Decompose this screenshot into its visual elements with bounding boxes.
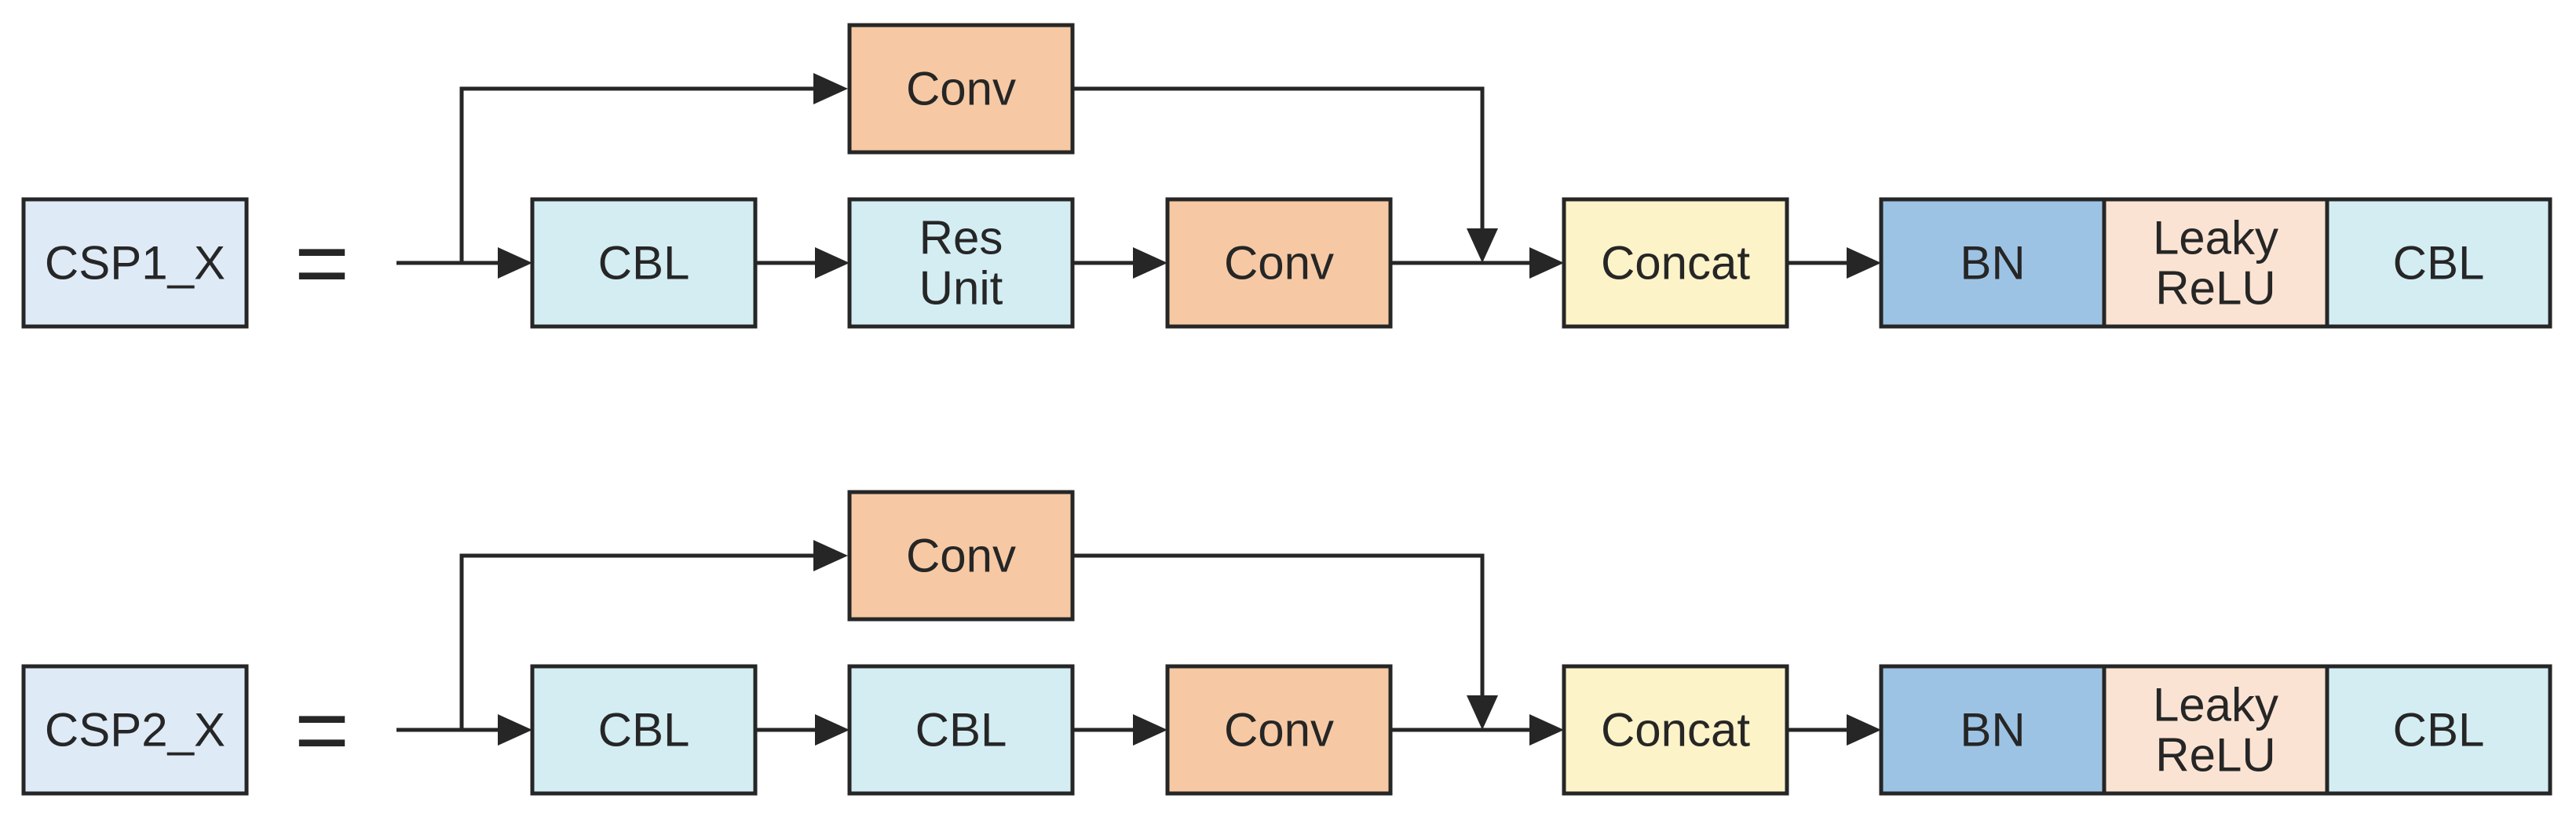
main-chain-box-1: CBL	[530, 664, 758, 796]
module-name-box-rect	[21, 664, 249, 796]
branch-split-arrowhead	[813, 540, 848, 571]
module-name-box-rect	[21, 197, 249, 329]
branch-return-line	[1072, 553, 1485, 706]
equals-sign: =	[294, 210, 349, 315]
chain-arrow-1-arrowhead	[815, 247, 850, 279]
main-chain-box-1-label: CBL	[598, 704, 690, 757]
main-chain-box-2-label: Res	[919, 212, 1003, 264]
concat-to-bn-arrow-arrowhead	[1847, 714, 1881, 746]
main-chain-box-2-label: CBL	[915, 704, 1007, 757]
tail-box-2-label: Leaky	[2153, 212, 2278, 264]
branch-return-arrowhead	[1467, 228, 1498, 263]
input-arrowhead	[498, 247, 532, 279]
tail-box-1-label: BN	[1960, 237, 2025, 290]
tail-box-3: CBL	[2325, 197, 2552, 329]
branch-conv-box-label: Conv	[906, 63, 1016, 115]
chain-arrow-2-arrowhead	[1133, 247, 1167, 279]
tail-box-2-label: ReLU	[2155, 262, 2275, 315]
main-chain-box-2-label: Unit	[919, 262, 1003, 315]
module-name-box-label: CSP1_X	[45, 237, 225, 290]
branch-conv-box-rect	[847, 490, 1075, 622]
tail-box-3-label: CBL	[2393, 704, 2485, 757]
branch-conv-box-rect	[847, 23, 1075, 155]
merge-arrowhead	[1529, 714, 1564, 746]
main-chain-box-3-label: Conv	[1224, 237, 1334, 290]
branch-conv-box: Conv	[847, 490, 1075, 622]
main-chain-box-3-label: Conv	[1224, 704, 1334, 757]
main-chain-box-3: Conv	[1165, 664, 1393, 796]
tail-box-1-rect	[1879, 664, 2106, 796]
main-chain-box-2: CBL	[847, 664, 1075, 796]
tail-box-2-label: Leaky	[2153, 679, 2278, 731]
main-chain-box-3: Conv	[1165, 197, 1393, 329]
main-chain-box-1: CBL	[530, 197, 758, 329]
equals-sign: =	[294, 677, 349, 782]
module-name-box: CSP1_X	[21, 197, 249, 329]
chain-arrow-1-arrowhead	[815, 714, 850, 746]
main-chain-box-1-rect	[530, 197, 758, 329]
tail-box-1: BN	[1879, 197, 2106, 329]
branch-return-line	[1072, 86, 1485, 239]
concat-box-label: Concat	[1601, 704, 1750, 757]
branch-split-line	[459, 553, 824, 730]
chain-arrow-2-arrowhead	[1133, 714, 1167, 746]
tail-box-3-label: CBL	[2393, 237, 2485, 290]
concat-box-label: Concat	[1601, 237, 1750, 290]
concat-box: Concat	[1562, 664, 1789, 796]
branch-return-arrowhead	[1467, 695, 1498, 730]
tail-box-3-rect	[2325, 664, 2552, 796]
tail-box-2-rect	[2102, 664, 2329, 796]
module-name-box-label: CSP2_X	[45, 704, 225, 757]
merge-arrowhead	[1529, 247, 1564, 279]
concat-to-bn-arrow-arrowhead	[1847, 247, 1881, 279]
branch-conv-box: Conv	[847, 23, 1075, 155]
main-chain-box-1-label: CBL	[598, 237, 690, 290]
input-arrowhead	[498, 714, 532, 746]
branch-conv-box-label: Conv	[906, 530, 1016, 582]
branch-split-arrowhead	[813, 73, 848, 104]
branch-split-line	[459, 86, 824, 263]
tail-box-2-label: ReLU	[2155, 729, 2275, 782]
tail-box-3: CBL	[2325, 664, 2552, 796]
tail-box-3-rect	[2325, 197, 2552, 329]
concat-box-rect	[1562, 664, 1789, 796]
module-name-box: CSP2_X	[21, 664, 249, 796]
tail-box-1-label: BN	[1960, 704, 2025, 757]
concat-box: Concat	[1562, 197, 1789, 329]
tail-box-1: BN	[1879, 664, 2106, 796]
concat-box-rect	[1562, 197, 1789, 329]
